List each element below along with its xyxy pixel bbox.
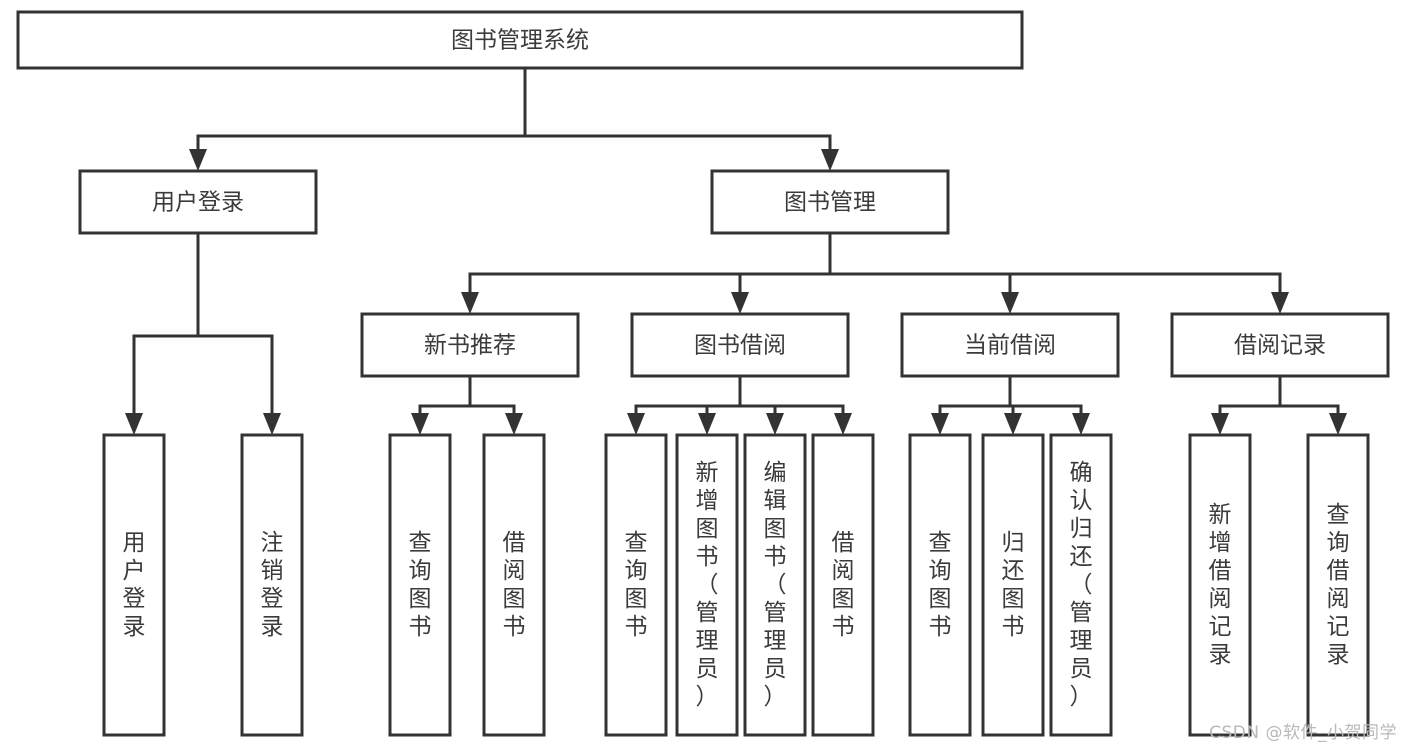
node-box [102, 433, 166, 737]
connector-group [1211, 374, 1347, 435]
node-current[interactable]: 当前借阅 [900, 312, 1120, 378]
node-box [1306, 433, 1370, 737]
node-label: 编辑图书（管理员） [764, 460, 787, 710]
node-label: 借阅记录 [1234, 333, 1326, 359]
node-label: 图书借阅 [694, 333, 786, 359]
node-root[interactable]: 图书管理系统 [16, 10, 1024, 70]
node-box [675, 433, 739, 737]
node-label: 借阅图书 [832, 530, 855, 640]
node-label: 用户登录 [123, 530, 146, 640]
node-label: 确认归还（管理员） [1070, 460, 1093, 710]
connector-group [931, 374, 1090, 435]
node-box [900, 312, 1120, 378]
node-layer: 图书管理系统用户登录图书管理新书推荐图书借阅当前借阅借阅记录用户登录注销登录查询… [16, 10, 1390, 737]
node-label: 新增图书（管理员） [696, 460, 719, 710]
node-leaf-cur-confirm[interactable]: 确认归还（管理员） [1049, 433, 1113, 737]
watermark-text: CSDN @软件_小贺同学 [1209, 723, 1397, 743]
node-label: 查询借阅记录 [1327, 502, 1350, 668]
node-leaf-user-login[interactable]: 用户登录 [102, 433, 166, 737]
node-box [16, 10, 1024, 70]
node-label: 借阅图书 [503, 530, 526, 640]
node-leaf-cur-query[interactable]: 查询图书 [908, 433, 972, 737]
node-leaf-bw-borrow[interactable]: 借阅图书 [811, 433, 875, 737]
node-label: 当前借阅 [964, 333, 1056, 359]
node-box [981, 433, 1045, 737]
node-borrow[interactable]: 图书借阅 [630, 312, 850, 378]
connector-group [189, 66, 839, 171]
node-leaf-cur-return[interactable]: 归还图书 [981, 433, 1045, 737]
node-box [1188, 433, 1252, 737]
node-leaf-nb-borrow[interactable]: 借阅图书 [482, 433, 546, 737]
node-box [240, 433, 304, 737]
node-box [1049, 433, 1113, 737]
node-leaf-rec-add[interactable]: 新增借阅记录 [1188, 433, 1252, 737]
node-leaf-bw-query[interactable]: 查询图书 [604, 433, 668, 737]
node-leaf-nb-query[interactable]: 查询图书 [388, 433, 452, 737]
node-leaf-rec-query[interactable]: 查询借阅记录 [1306, 433, 1370, 737]
node-label: 归还图书 [1002, 530, 1025, 640]
node-record[interactable]: 借阅记录 [1170, 312, 1390, 378]
node-label: 图书管理 [784, 190, 876, 216]
node-box [811, 433, 875, 737]
node-box [710, 169, 950, 235]
node-box [360, 312, 580, 378]
node-label: 用户登录 [152, 190, 244, 216]
node-label: 查询图书 [409, 530, 432, 640]
node-leaf-bw-add[interactable]: 新增图书（管理员） [675, 433, 739, 737]
node-label: 查询图书 [929, 530, 952, 640]
node-label: 图书管理系统 [451, 28, 589, 54]
node-box [743, 433, 807, 737]
connector-group [125, 231, 281, 435]
node-newbook[interactable]: 新书推荐 [360, 312, 580, 378]
node-leaf-bw-edit[interactable]: 编辑图书（管理员） [743, 433, 807, 737]
node-bookmgmt[interactable]: 图书管理 [710, 169, 950, 235]
node-box [388, 433, 452, 737]
node-label: 查询图书 [625, 530, 648, 640]
node-box [482, 433, 546, 737]
node-label: 新增借阅记录 [1209, 502, 1232, 668]
connector-group [461, 231, 1289, 314]
node-box [908, 433, 972, 737]
node-box [604, 433, 668, 737]
connector-layer [125, 66, 1347, 435]
node-login[interactable]: 用户登录 [78, 169, 318, 235]
node-leaf-user-logout[interactable]: 注销登录 [240, 433, 304, 737]
node-box [1170, 312, 1390, 378]
node-label: 注销登录 [261, 530, 284, 640]
node-label: 新书推荐 [424, 333, 516, 359]
node-box [78, 169, 318, 235]
connector-group [411, 374, 523, 435]
node-box [630, 312, 850, 378]
connector-group [627, 374, 852, 435]
